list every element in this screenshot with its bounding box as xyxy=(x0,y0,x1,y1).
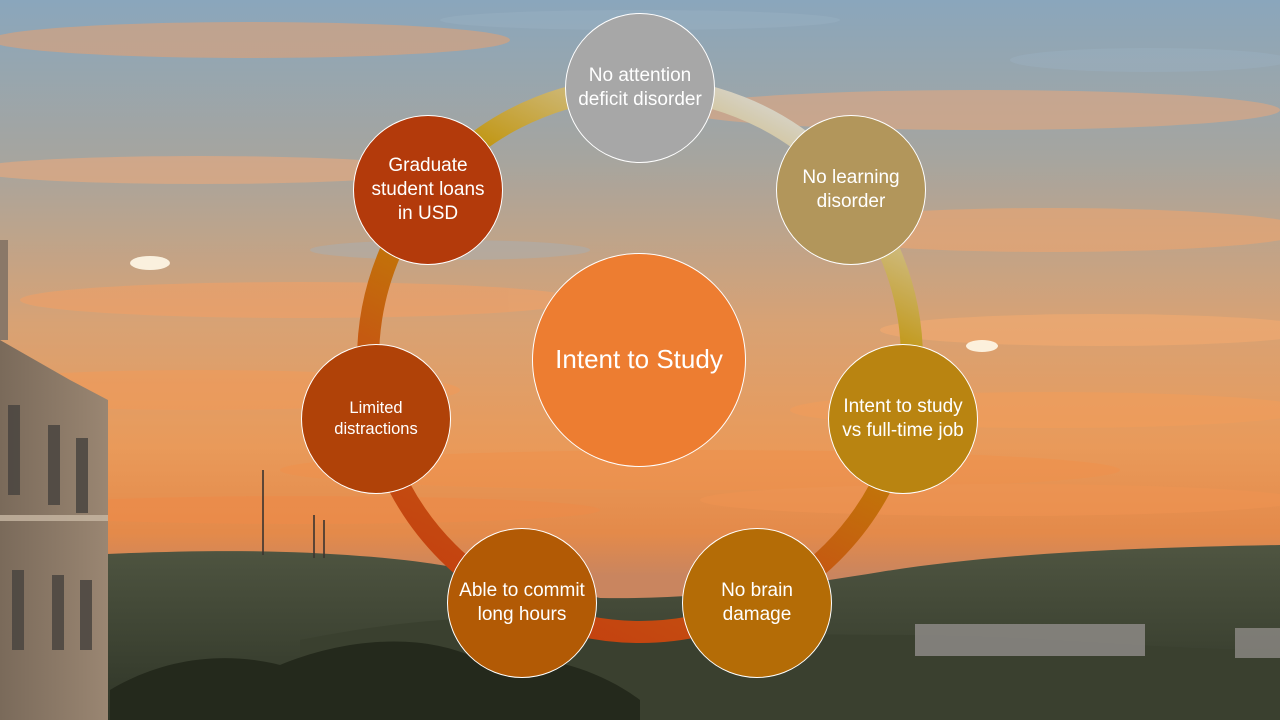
node-label: No attention deficit disorder xyxy=(578,65,702,110)
node-label: No learning disorder xyxy=(802,167,900,212)
node-no-learning-disorder: No learning disorder xyxy=(776,115,926,265)
center-node-intent-to-study: Intent to Study xyxy=(532,253,746,467)
node-label: Able to commit long hours xyxy=(459,580,585,625)
node-no-attention-deficit-disorder: No attention deficit disorder xyxy=(565,13,715,163)
node-able-to-commit-long-hours: Able to commit long hours xyxy=(447,528,597,678)
node-limited-distractions: Limited distractions xyxy=(301,344,451,494)
node-graduate-student-loans-in-usd: Graduate student loans in USD xyxy=(353,115,503,265)
center-node-label: Intent to Study xyxy=(555,344,723,375)
node-label: No brain damage xyxy=(721,580,793,625)
node-label: Limited distractions xyxy=(334,399,418,438)
node-intent-to-study-vs-full-time-job: Intent to study vs full-time job xyxy=(828,344,978,494)
node-label: Intent to study vs full-time job xyxy=(842,396,964,441)
node-label: Graduate student loans in USD xyxy=(371,155,485,224)
node-no-brain-damage: No brain damage xyxy=(682,528,832,678)
